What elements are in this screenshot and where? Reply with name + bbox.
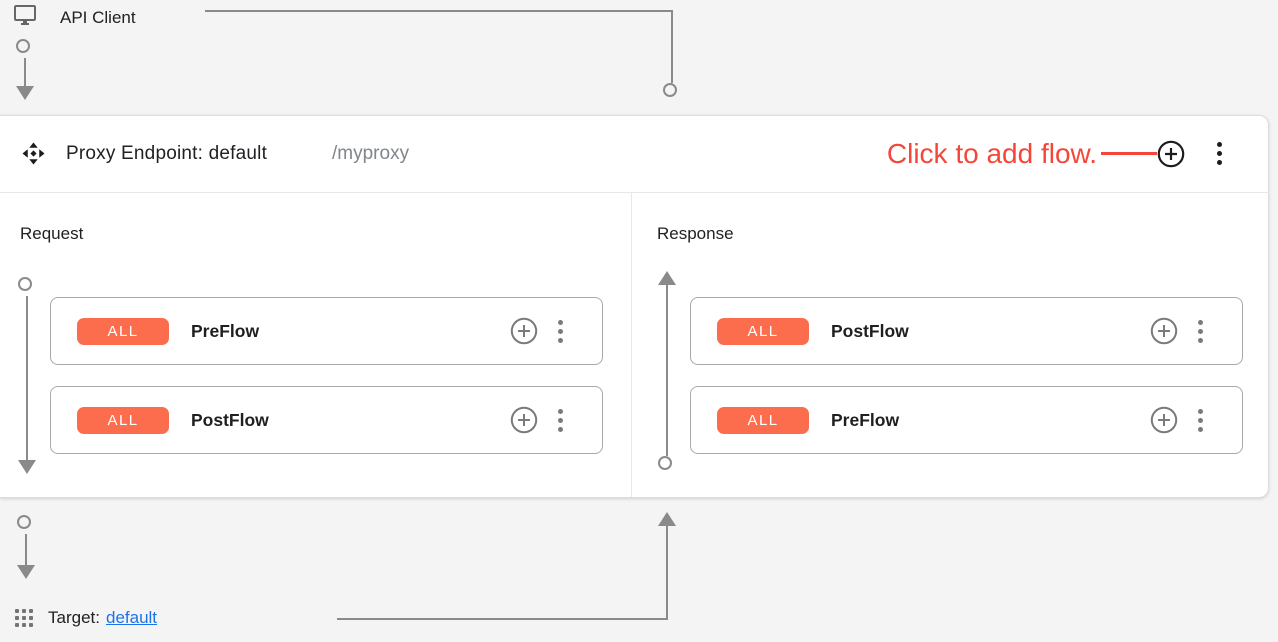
connector-line xyxy=(24,58,26,86)
flow-menu-button[interactable] xyxy=(1198,318,1203,345)
connector-node xyxy=(16,39,30,53)
connector-node xyxy=(17,515,31,529)
target-default-link[interactable]: default xyxy=(105,608,158,627)
connector-node xyxy=(663,83,677,97)
monitor-icon xyxy=(12,3,38,32)
flow-name: PostFlow xyxy=(191,409,269,430)
flow-card-response-postflow[interactable]: ALL PostFlow xyxy=(690,297,1243,365)
annotation-pointer-line xyxy=(1101,152,1157,155)
proxy-endpoint-title: Proxy Endpoint: default xyxy=(66,143,268,164)
add-policy-button[interactable] xyxy=(510,317,538,345)
api-client: API Client xyxy=(12,3,136,32)
api-client-label: API Client xyxy=(60,7,136,27)
flow-menu-button[interactable] xyxy=(558,407,563,434)
connector-arrow-down xyxy=(16,86,34,100)
move-icon[interactable] xyxy=(22,142,45,165)
condition-badge: ALL xyxy=(717,317,809,345)
connector-line xyxy=(666,285,668,456)
connector-arrow-down xyxy=(17,565,35,579)
response-label: Response xyxy=(657,224,734,243)
header-divider xyxy=(0,192,1269,193)
connector-arrow-up xyxy=(658,512,676,526)
flow-card-response-preflow[interactable]: ALL PreFlow xyxy=(690,386,1243,454)
condition-badge: ALL xyxy=(717,406,809,434)
flow-menu-button[interactable] xyxy=(558,318,563,345)
add-flow-annotation: Click to add flow. xyxy=(886,137,1097,169)
target-label: Target: xyxy=(48,608,100,627)
flow-name: PostFlow xyxy=(831,320,909,341)
add-policy-button[interactable] xyxy=(1150,406,1178,434)
flow-card-request-preflow[interactable]: ALL PreFlow xyxy=(50,297,603,365)
connector-line xyxy=(25,534,27,565)
add-flow-button[interactable] xyxy=(1157,140,1185,168)
proxy-endpoint-basepath: /myproxy xyxy=(332,143,410,164)
flow-menu-button[interactable] xyxy=(1198,407,1203,434)
flow-card-request-postflow[interactable]: ALL PostFlow xyxy=(50,386,603,454)
connector-line xyxy=(671,10,673,83)
connector-arrow-up xyxy=(658,271,676,285)
flow-name: PreFlow xyxy=(191,320,260,341)
connector-line xyxy=(666,526,668,620)
connector-line xyxy=(26,296,28,460)
condition-badge: ALL xyxy=(77,317,169,345)
connector-node xyxy=(18,277,32,291)
target-bar: Target: default xyxy=(15,608,157,628)
apps-grid-icon xyxy=(15,609,33,627)
connector-arrow-down xyxy=(18,460,36,474)
request-label: Request xyxy=(20,224,84,243)
connector-node xyxy=(658,456,672,470)
connector-line xyxy=(337,618,668,620)
add-policy-button[interactable] xyxy=(1150,317,1178,345)
add-policy-button[interactable] xyxy=(510,406,538,434)
endpoint-menu-button[interactable] xyxy=(1217,140,1222,167)
flow-name: PreFlow xyxy=(831,409,900,430)
request-response-divider xyxy=(631,193,632,497)
condition-badge: ALL xyxy=(77,406,169,434)
connector-line xyxy=(205,10,673,12)
